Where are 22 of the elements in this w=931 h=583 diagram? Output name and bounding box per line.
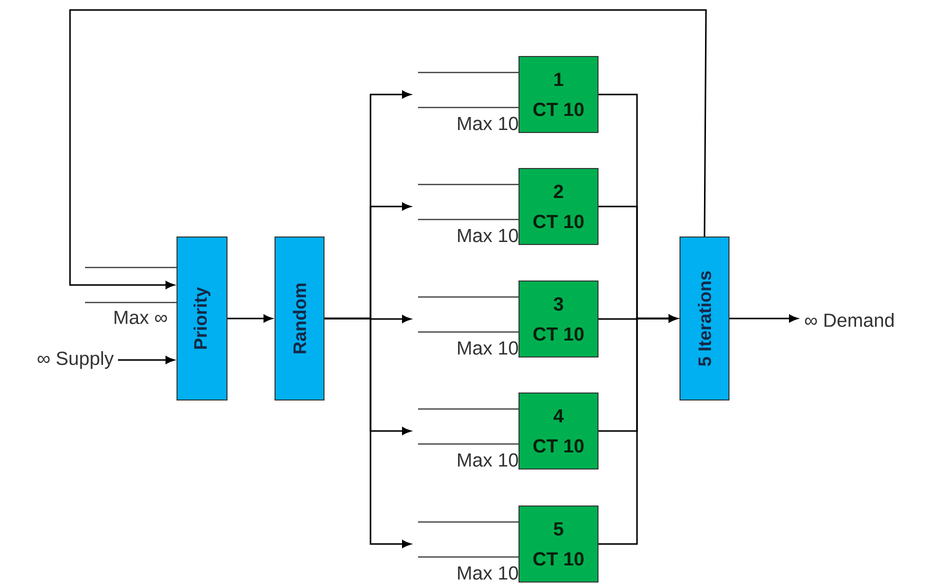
capacity-label: Max 10 <box>458 566 518 580</box>
capacity-label: Max ∞ <box>114 310 167 324</box>
capacity-label: Max 10 <box>458 228 518 242</box>
station-box: 2 CT 10 <box>518 168 598 245</box>
merge-arrow <box>598 314 678 545</box>
feedback-arrow <box>69 9 707 289</box>
process-box: Random <box>274 236 324 400</box>
station-box: 3 CT 10 <box>518 280 598 358</box>
station-box: 5 CT 10 <box>518 505 598 582</box>
process-box: Priority <box>176 236 228 400</box>
capacity-label: Max 10 <box>458 453 518 467</box>
station-box: 1 CT 10 <box>518 56 598 133</box>
capacity-label: Max 10 <box>458 341 518 355</box>
station-box: 4 CT 10 <box>518 392 598 470</box>
branch-arrow <box>324 318 411 548</box>
process-box: 5 Iterations <box>680 236 730 400</box>
capacity-label: Max 10 <box>458 116 518 130</box>
arrow <box>118 356 174 364</box>
end-label: ∞ Supply <box>38 351 114 369</box>
arrow <box>730 314 798 322</box>
end-label: ∞ Demand <box>805 313 894 327</box>
arrow <box>228 314 272 322</box>
